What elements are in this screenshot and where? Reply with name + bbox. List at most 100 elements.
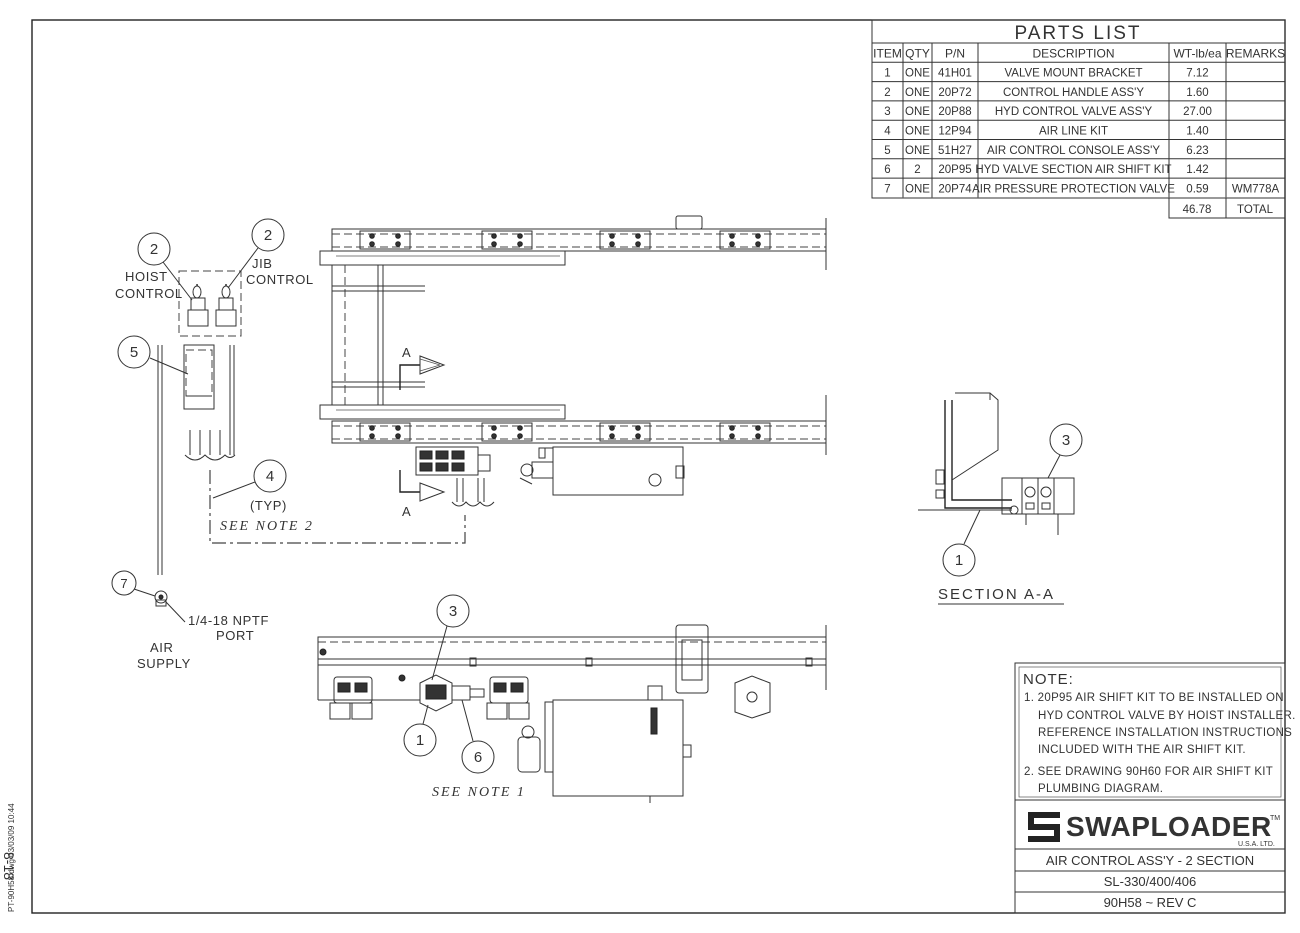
rail-plate-top <box>359 230 411 250</box>
frame-plan-view: A <box>319 215 827 455</box>
table-cell: 6.23 <box>1186 145 1208 157</box>
rail-plate-bottom <box>719 422 771 442</box>
section-balloon-valve: 3 <box>1062 432 1070 449</box>
table-cell: CONTROL HANDLE ASS'Y <box>1003 87 1144 99</box>
table-cell: 20P72 <box>938 87 971 99</box>
table-cell: VALVE MOUNT BRACKET <box>1004 68 1142 80</box>
note-line-1: 1. 20P95 AIR SHIFT KIT TO BE INSTALLED O… <box>1024 692 1284 704</box>
bolt-hole <box>609 425 615 431</box>
bolt-hole <box>395 433 401 439</box>
port-label-1: 1/4-18 NPTF <box>188 613 269 628</box>
bolt-hole <box>729 433 735 439</box>
bolt-hole <box>609 241 615 247</box>
table-cell: 4 <box>884 126 891 138</box>
see-note-1: SEE NOTE 1 <box>432 785 526 800</box>
bolt-hole <box>491 433 497 439</box>
table-cell: AIR CONTROL CONSOLE ASS'Y <box>987 145 1160 157</box>
table-cell: 2 <box>914 164 920 176</box>
bolt-hole <box>517 241 523 247</box>
table-cell: ONE <box>905 183 930 195</box>
bolt-hole <box>369 241 375 247</box>
logo-subtitle: U.S.A. LTD. <box>1238 841 1275 848</box>
drawing-number: 90H58 ~ REV C <box>1104 895 1197 910</box>
bolt-hole <box>491 241 497 247</box>
port-label-2: PORT <box>216 628 254 643</box>
table-header-cell: QTY <box>905 46 930 60</box>
page-mark: 8-18 <box>1 852 17 880</box>
parts-total-weight: 46.78 <box>1183 204 1212 216</box>
air-label-2: SUPPLY <box>137 656 191 671</box>
section-a-a-view: 3 1 SECTION A-A <box>918 392 1083 605</box>
table-cell: 51H27 <box>938 145 972 157</box>
hydraulic-valve-plan: A <box>399 446 685 519</box>
bolt-hole <box>635 241 641 247</box>
bolt-hole <box>491 233 497 239</box>
swaploader-logo-icon <box>1028 812 1060 842</box>
airline-typ: (TYP) <box>250 498 287 513</box>
table-cell: 20P95 <box>938 164 971 176</box>
parts-total-label: TOTAL <box>1237 204 1274 216</box>
frame-side-view: 3 1 6 SEE NOTE 1 <box>317 594 827 803</box>
bolt-hole <box>755 241 761 247</box>
table-cell: 1.42 <box>1186 164 1208 176</box>
bolt-hole <box>369 233 375 239</box>
table-cell: ONE <box>905 87 930 99</box>
section-arrow-label-top: A <box>402 345 411 360</box>
air-label-1: AIR <box>150 640 173 655</box>
bolt-hole <box>491 425 497 431</box>
note-line-3: REFERENCE INSTALLATION INSTRUCTIONS <box>1038 727 1292 739</box>
table-cell: 7 <box>884 183 890 195</box>
table-cell: HYD VALVE SECTION AIR SHIFT KIT <box>975 164 1171 176</box>
bolt-hole <box>635 425 641 431</box>
bolt-hole <box>729 425 735 431</box>
see-note-2: SEE NOTE 2 <box>220 519 314 534</box>
bolt-hole <box>755 433 761 439</box>
table-cell: 6 <box>884 164 890 176</box>
rail-plate-top <box>599 230 651 250</box>
note-line-2: HYD CONTROL VALVE BY HOIST INSTALLER. <box>1038 710 1296 722</box>
table-cell: AIR LINE KIT <box>1039 126 1108 138</box>
balloon-jib: 2 <box>264 227 272 244</box>
table-header-cell: DESCRIPTION <box>1032 46 1114 60</box>
rail-plate-top <box>481 230 533 250</box>
table-cell: HYD CONTROL VALVE ASS'Y <box>995 106 1153 118</box>
bolt-hole <box>517 425 523 431</box>
logo-wordmark: SWAPLOADER <box>1066 811 1272 842</box>
table-cell: 20P88 <box>938 106 971 118</box>
logo-tm: TM <box>1270 815 1280 822</box>
bolt-hole <box>369 425 375 431</box>
bolt-hole <box>369 433 375 439</box>
bolt-hole <box>609 433 615 439</box>
table-cell: 1.40 <box>1186 126 1208 138</box>
notes-block: NOTE: 1. 20P95 AIR SHIFT KIT TO BE INSTA… <box>1014 662 1296 914</box>
table-cell: ONE <box>905 106 930 118</box>
side-balloon-bracket: 1 <box>416 732 424 749</box>
bolt-hole <box>395 241 401 247</box>
side-balloon-valve: 3 <box>449 603 457 620</box>
callouts-left: 2 HOIST CONTROL 2 JIB CONTROL 5 4 (TYP) … <box>111 218 314 671</box>
section-balloon-bracket: 1 <box>955 552 963 569</box>
table-cell: 0.59 <box>1186 183 1208 195</box>
drawing-models: SL-330/400/406 <box>1104 874 1197 889</box>
bolt-hole <box>517 433 523 439</box>
bolt-hole <box>609 233 615 239</box>
table-cell: 5 <box>884 145 890 157</box>
jib-label-2: CONTROL <box>246 272 314 287</box>
table-header-cell: WT-lb/ea <box>1173 46 1221 60</box>
bolt-hole <box>635 233 641 239</box>
section-arrow-label-bottom: A <box>402 504 411 519</box>
table-cell: 1 <box>884 68 890 80</box>
table-cell: ONE <box>905 126 930 138</box>
side-balloon-kit: 6 <box>474 749 482 766</box>
file-stamp: PT-90H58.dwg 03/03/09 10:44 <box>7 803 16 912</box>
table-cell: WM778A <box>1232 183 1280 195</box>
table-cell: 1.60 <box>1186 87 1208 99</box>
table-header-cell: P/N <box>945 46 965 60</box>
table-cell: 41H01 <box>938 68 972 80</box>
table-cell: 20P74 <box>938 183 972 195</box>
balloon-hoist: 2 <box>150 241 158 258</box>
note-title: NOTE: <box>1023 671 1074 688</box>
balloon-console: 5 <box>130 344 138 361</box>
